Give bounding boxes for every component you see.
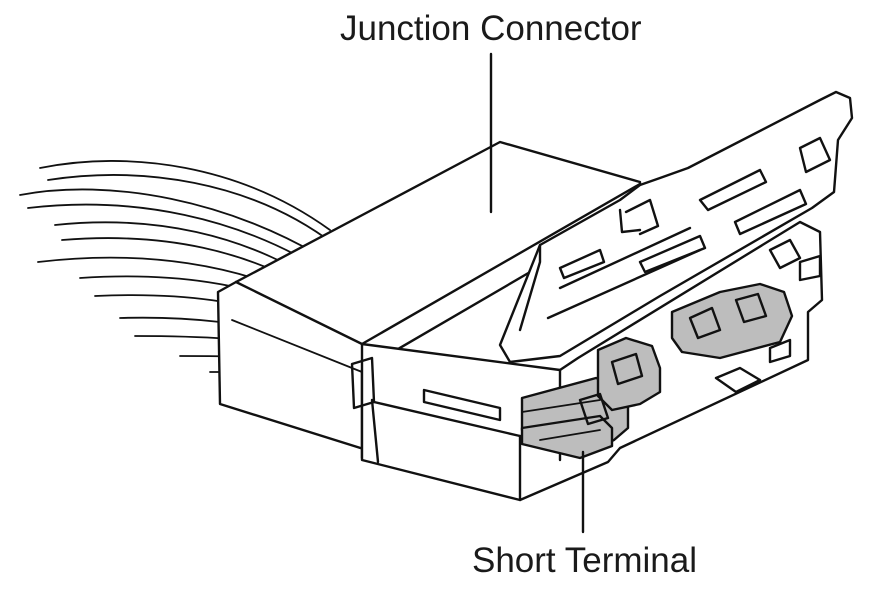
short-terminal [520,282,794,460]
connector-face [350,220,824,502]
locking-lever [498,90,854,364]
junction-connector-label: Junction Connector [340,9,642,48]
short-terminal-label: Short Terminal [472,541,697,580]
